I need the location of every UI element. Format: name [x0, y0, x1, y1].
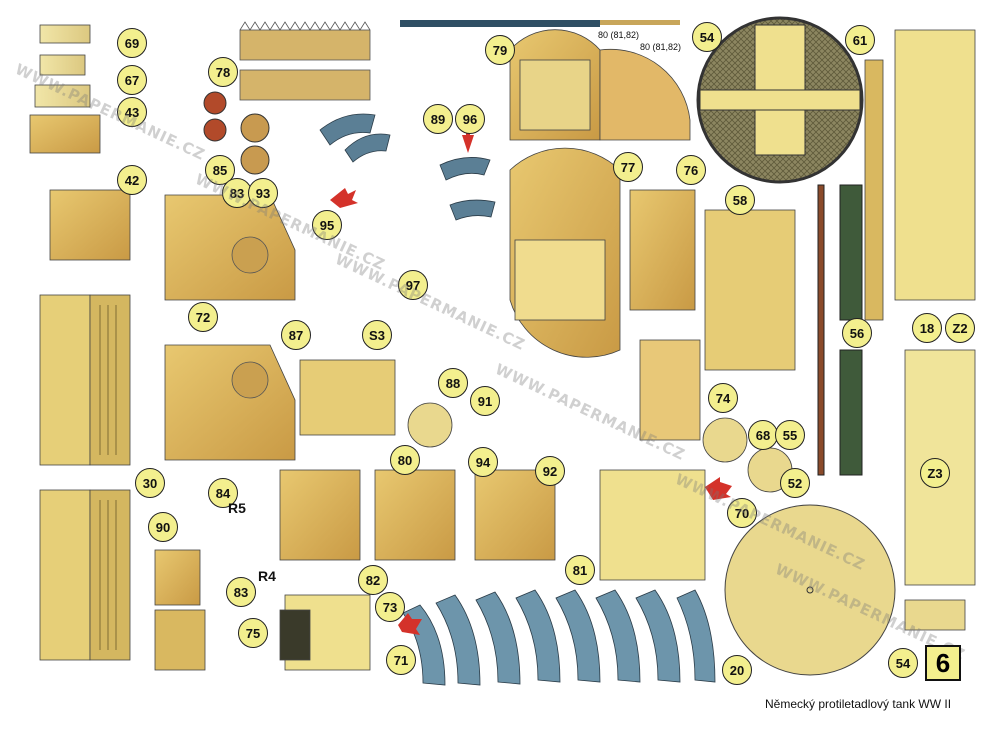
part-label: 54	[692, 22, 722, 52]
part-20-disc	[724, 504, 896, 676]
part-label: 68	[748, 420, 778, 450]
part-label: 93	[248, 178, 278, 208]
part-label: 83	[222, 178, 252, 208]
part-70-arcs	[402, 589, 716, 686]
part-label: 87	[281, 320, 311, 350]
part-label: 70	[727, 498, 757, 528]
part-label: 54	[888, 648, 918, 678]
part-label: 43	[117, 97, 147, 127]
part-label: 20	[722, 655, 752, 685]
part-label: 74	[708, 383, 738, 413]
hull-plates	[629, 189, 796, 441]
part-label: Z3	[920, 458, 950, 488]
part-label: 72	[188, 302, 218, 332]
part-label: 80	[390, 445, 420, 475]
part-80-blocks	[279, 359, 706, 581]
dimension-mark: 80 (81,82)	[598, 30, 640, 40]
top-strip	[400, 20, 600, 27]
part-label: 96	[455, 104, 485, 134]
part-label: 91	[470, 386, 500, 416]
part-label: 78	[208, 57, 238, 87]
part-label: 77	[613, 152, 643, 182]
red-arrows	[330, 125, 732, 635]
part-label: 18	[912, 313, 942, 343]
part-label: 81	[565, 555, 595, 585]
part-78	[239, 21, 371, 101]
wheels-85	[203, 91, 270, 175]
part-label: 76	[676, 155, 706, 185]
part-label: 94	[468, 447, 498, 477]
part-label: S3	[362, 320, 392, 350]
part-label: 95	[312, 210, 342, 240]
part-61	[696, 16, 864, 184]
part-label: Z2	[945, 313, 975, 343]
part-label: 92	[535, 456, 565, 486]
sheet-caption: Německý protiletadlový tank WW II	[765, 697, 952, 711]
part-label: 89	[423, 104, 453, 134]
part-label: 67	[117, 65, 147, 95]
part-label: 73	[375, 592, 405, 622]
blue-segments	[319, 113, 496, 221]
misc-parts	[154, 402, 966, 671]
part-label: 84	[208, 478, 238, 508]
part-label: 97	[398, 270, 428, 300]
part-label: 90	[148, 512, 178, 542]
part-label: 79	[485, 35, 515, 65]
part-56-tracks	[817, 184, 863, 476]
part-label: 58	[725, 185, 755, 215]
part-Z2-Z3	[864, 29, 976, 586]
part-label: 42	[117, 165, 147, 195]
sheet-number: 6	[925, 645, 961, 681]
part-label: 75	[238, 618, 268, 648]
part-label: 71	[386, 645, 416, 675]
part-label: 83	[226, 577, 256, 607]
dimension-mark: 80 (81,82)	[640, 42, 682, 52]
parts-69-67-43	[29, 24, 131, 261]
part-label: 55	[775, 420, 805, 450]
part-30	[39, 294, 131, 661]
part-label: 82	[358, 565, 388, 595]
part-label: 69	[117, 28, 147, 58]
part-label: 56	[842, 318, 872, 348]
part-label: 61	[845, 25, 875, 55]
part-label-flat: R5	[228, 500, 246, 516]
part-label: 88	[438, 368, 468, 398]
part-label: 30	[135, 468, 165, 498]
part-72	[164, 194, 296, 461]
part-label: 85	[205, 155, 235, 185]
part-77-76	[509, 29, 691, 358]
part-label: 52	[780, 468, 810, 498]
part-label-flat: R4	[258, 568, 276, 584]
